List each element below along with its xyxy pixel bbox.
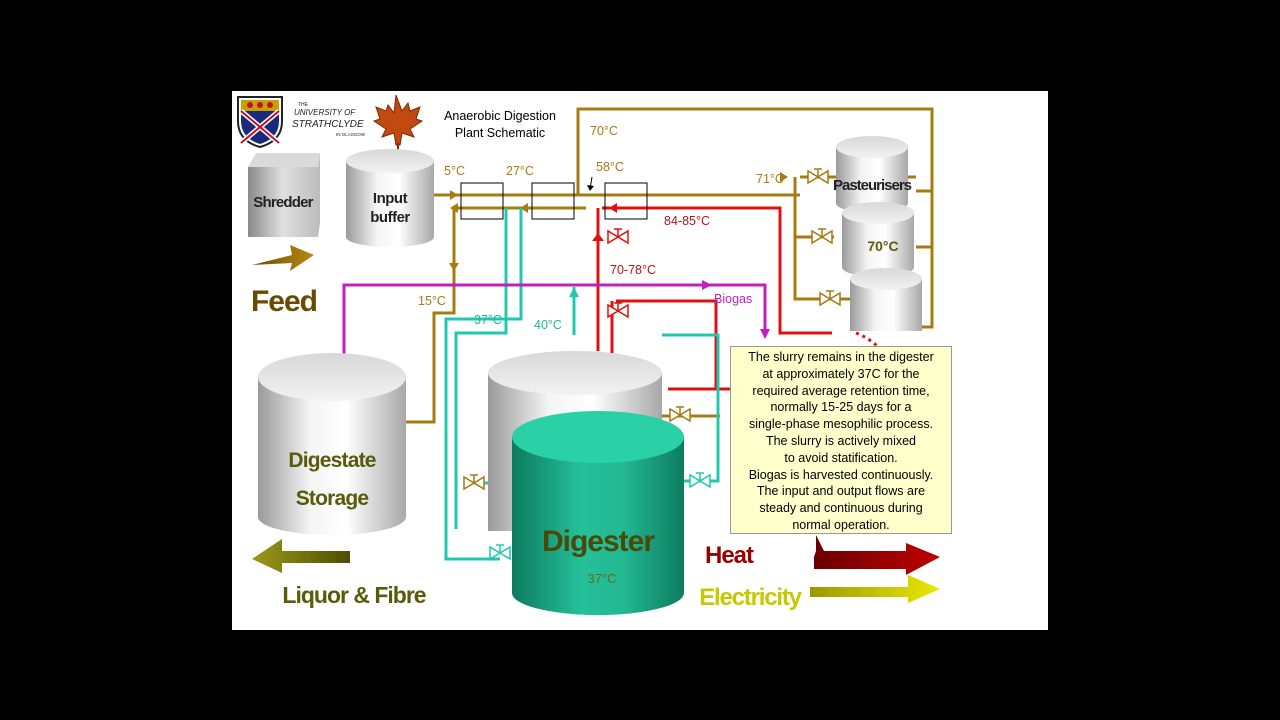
- feed-flow-arrows: [449, 172, 788, 271]
- temp-label-15: 15°C: [418, 294, 446, 308]
- shredder-label: Shredder: [253, 194, 313, 211]
- pasteurisers-label: Pasteurisers: [833, 177, 912, 194]
- logo-line4: IN GLASGOW: [336, 132, 366, 137]
- title-line2: Plant Schematic: [455, 126, 545, 140]
- temp-label-70-78: 70-78°C: [610, 263, 656, 277]
- info-line: steady and continuous during: [759, 501, 923, 516]
- valve-icon: [811, 228, 833, 245]
- liquor-fibre-label: Liquor & Fibre: [282, 582, 425, 608]
- heat-exchanger-3: [604, 182, 648, 220]
- info-line: to avoid statification.: [784, 450, 898, 465]
- input-buffer-tank: Input buffer: [346, 149, 434, 247]
- hot-water-return-dotted: [598, 331, 886, 395]
- liquor-arrow-icon: [252, 539, 350, 573]
- biogas-flow-arrows: [702, 280, 770, 339]
- temp-label-71: 71°C: [756, 172, 784, 186]
- valve-icon: [463, 474, 485, 491]
- temp-label-58: 58°C: [596, 160, 624, 174]
- info-line: single-phase mesophilic process.: [748, 417, 934, 432]
- maple-leaf-icon: [372, 94, 424, 151]
- pasteuriser-tank-3: [850, 268, 922, 331]
- temp-label-27: 27°C: [506, 164, 534, 178]
- warm-water-flow-arrows: [569, 287, 579, 297]
- biogas-pipe: [342, 283, 767, 355]
- heat-exchanger-2: [531, 182, 575, 220]
- heat-exchanger-1: [460, 182, 504, 220]
- info-line: The slurry is actively mixed: [765, 433, 917, 448]
- schematic-stage: THE UNIVERSITY OF STRATHCLYDE IN GLASGOW…: [232, 91, 1048, 630]
- heat-arrow-icon: [814, 535, 940, 575]
- university-logo: THE UNIVERSITY OF STRATHCLYDE IN GLASGOW: [237, 96, 366, 149]
- shredder-unit: Shredder: [248, 153, 320, 237]
- info-line: The slurry remains in the digester: [748, 350, 934, 364]
- valve-icon: [689, 472, 711, 489]
- electricity-label: Electricity: [699, 584, 802, 611]
- input-buffer-label-1: Input: [373, 190, 408, 207]
- temp-label-70: 70°C: [590, 124, 618, 138]
- feed-pipes: [404, 107, 934, 424]
- valve-icon: [489, 544, 511, 561]
- temp-label-40: 40°C: [534, 318, 562, 332]
- process-info-box: The slurry remains in the digester at ap…: [730, 346, 952, 534]
- hot-water-pipes: [596, 206, 832, 391]
- digestate-storage-tank: Digestate Storage: [258, 353, 406, 535]
- plant-schematic-diagram: THE UNIVERSITY OF STRATHCLYDE IN GLASGOW…: [237, 94, 940, 615]
- temp-label-5: 5°C: [444, 164, 465, 178]
- digester-tank: Digester 37°C: [512, 411, 684, 615]
- valve-icon: [607, 302, 629, 319]
- digestate-label-2: Storage: [296, 487, 369, 510]
- info-line: normally 15-25 days for a: [770, 400, 912, 415]
- input-buffer-label-2: buffer: [370, 209, 410, 226]
- valve-icon: [669, 406, 691, 423]
- info-line: Biogas is harvested continuously.: [748, 467, 934, 482]
- pasteuriser-temp-label: 70°C: [867, 238, 898, 254]
- temp-label-84-85: 84-85°C: [664, 214, 710, 228]
- digestate-label-1: Digestate: [288, 449, 375, 472]
- digester-temp-label: 37°C: [587, 571, 616, 586]
- info-line: The input and output flows are: [756, 484, 926, 499]
- valve-icon: [607, 228, 629, 245]
- hot-water-flow-arrows: [592, 203, 617, 241]
- biogas-label: Biogas: [714, 292, 752, 306]
- pasteuriser-tank-2: [842, 202, 914, 277]
- pasteuriser-tank-1: [836, 136, 908, 213]
- valve-icon: [807, 168, 829, 185]
- valve-icon: [819, 290, 841, 307]
- info-line: required average retention time,: [752, 383, 930, 398]
- feed-label: Feed: [251, 285, 317, 318]
- heat-label: Heat: [705, 542, 754, 569]
- info-line: at approximately 37C for the: [762, 366, 920, 381]
- logo-line3: STRATHCLYDE: [292, 119, 364, 130]
- title-line1: Anaerobic Digestion: [444, 109, 556, 123]
- info-line: normal operation.: [792, 517, 890, 532]
- feed-arrow-icon: [252, 245, 314, 271]
- logo-line1: THE: [298, 102, 309, 108]
- logo-line2: UNIVERSITY OF: [294, 108, 356, 117]
- digester-label: Digester: [542, 525, 655, 558]
- electricity-arrow-icon: [810, 575, 940, 603]
- temp-label-37: 37°C: [474, 313, 502, 327]
